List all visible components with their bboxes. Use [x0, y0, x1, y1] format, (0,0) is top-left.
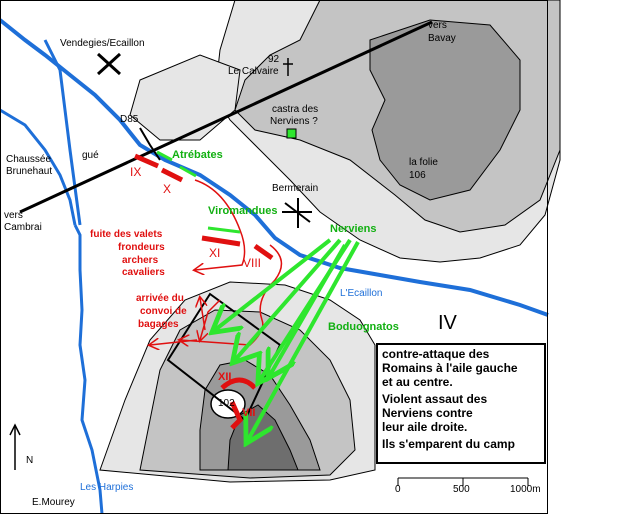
calvaire-cross-icon: [283, 58, 293, 76]
village-vendegies-cross: [96, 52, 122, 76]
label-bermerain: Bermerain: [272, 183, 319, 194]
label-boduognatos: Boduognatos: [328, 321, 399, 333]
label-cambrai-2: Cambrai: [4, 222, 42, 233]
legion-vii-bar: [229, 400, 243, 430]
note-arrivee-2: convoi de: [140, 306, 187, 317]
road-d85: [139, 127, 161, 161]
legend-line: Violent assaut des: [382, 392, 488, 406]
river-west-upper: [0, 108, 77, 226]
note-fuite-3: archers: [122, 255, 159, 266]
label-legion-xi: XI: [209, 246, 221, 260]
road-chaussee-brunehaut: [19, 20, 433, 214]
label-legion-vii: VII: [242, 407, 256, 419]
label-calvaire: Le Calvaire: [228, 66, 279, 77]
label-bavay-2: Bavay: [428, 33, 456, 44]
terrain-low-west: [129, 54, 241, 141]
label-atrebates: Atrébates: [172, 149, 223, 161]
label-author: E.Mourey: [32, 497, 75, 508]
legend-line: et au centre.: [382, 375, 453, 389]
note-fuite-2: frondeurs: [118, 242, 165, 253]
village-bermerain-cross: [282, 198, 312, 228]
terrain-high-north: [369, 19, 521, 201]
label-d85: D85: [120, 114, 139, 125]
label-legion-viii: VIII: [243, 256, 262, 270]
legend-line: Ils s'emparent du camp: [382, 437, 515, 451]
legion-xi-bar: [201, 235, 241, 247]
label-harpies: Les Harpies: [80, 482, 134, 493]
river-ecaillon: [0, 18, 549, 317]
flight-arrow-3: [150, 340, 198, 345]
label-north: N: [26, 455, 34, 466]
label-folie-2: 106: [409, 170, 426, 181]
legend-line: leur aile droite.: [382, 420, 468, 434]
label-nerviens: Nerviens: [330, 223, 377, 235]
legend-line: Nerviens contre: [382, 406, 473, 420]
legend-box: contre-attaque des Romains à l'aile gauc…: [376, 343, 546, 464]
label-calvaire-alt: 92: [268, 54, 280, 65]
label-legion-xii: XII: [218, 371, 232, 383]
legend-line: contre-attaque des: [382, 347, 490, 361]
phase-number: IV: [438, 312, 457, 334]
note-fuite-4: cavaliers: [122, 267, 165, 278]
label-chaussee-1: Chaussée: [6, 154, 52, 165]
label-cambrai-1: vers: [4, 210, 23, 221]
scale-label-1000: 1000m: [510, 484, 541, 495]
river-west-main: [73, 224, 104, 514]
legend-line: Romains à l'aile gauche: [382, 361, 518, 375]
label-gue: gué: [82, 150, 99, 161]
legion-ix-bar: [134, 153, 159, 169]
label-ecaillon: L'Ecaillon: [340, 288, 383, 299]
label-legion-ix: IX: [130, 165, 142, 179]
atrebates-line-2: [179, 165, 197, 178]
label-vendegies: Vendegies/Ecaillon: [60, 38, 145, 49]
nervii-attack-arrow-5: [270, 244, 347, 375]
scale-label-0: 0: [395, 484, 401, 495]
nervii-attack-arrow-4: [248, 241, 360, 440]
label-chaussee-2: Brunehaut: [6, 166, 53, 177]
label-castra-2: Nerviens ?: [270, 116, 318, 127]
legion-x-bar: [160, 167, 184, 183]
note-arrivee-3: bagages: [138, 319, 179, 330]
legion-xii-bar: [220, 377, 257, 390]
scale-bar: [397, 477, 529, 486]
note-arrivee-1: arrivée du: [136, 293, 184, 304]
label-viromandues: Viromandues: [208, 205, 278, 217]
river-tributary: [43, 39, 82, 226]
nervii-attack-arrow-2: [235, 238, 342, 360]
flight-arrow-5: [195, 179, 246, 270]
label-legion-x: X: [163, 182, 172, 196]
label-hill-102: 102: [218, 398, 235, 409]
flight-arrow-4: [200, 298, 205, 331]
label-folie-1: la folie: [409, 157, 438, 168]
label-castra-1: castra des: [272, 104, 319, 115]
viromandues-line: [207, 226, 241, 234]
label-bavay-1: vers: [428, 20, 447, 31]
north-arrow-icon: [9, 423, 21, 470]
nervii-attack-arrow-1: [215, 238, 332, 330]
castra-marker: [286, 128, 297, 139]
atrebates-line: [156, 150, 173, 162]
note-fuite-1: fuite des valets: [90, 229, 163, 240]
scale-label-500: 500: [453, 484, 470, 495]
legion-viii-bar: [253, 243, 274, 261]
